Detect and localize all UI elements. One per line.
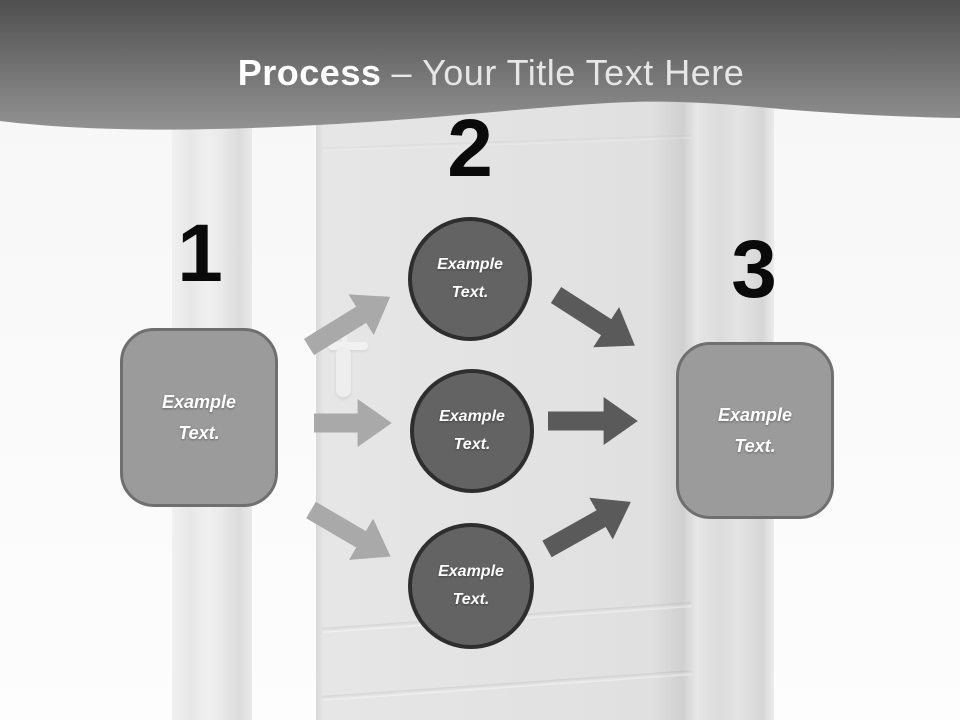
step-number-3: 3 xyxy=(731,224,777,315)
process-circle-1: Example Text. xyxy=(408,217,532,341)
process-circle-1-label: Example Text. xyxy=(437,256,503,301)
process-node-step1: Example Text. xyxy=(120,328,278,507)
step-number-2: 2 xyxy=(447,103,493,194)
process-node-step3: Example Text. xyxy=(676,342,834,519)
title-emphasis: Process xyxy=(237,52,382,93)
title-separator: – xyxy=(391,52,412,93)
slide-title: Process–Your Title Text Here xyxy=(11,50,960,96)
step-number-1: 1 xyxy=(177,208,223,299)
door-handle-plate xyxy=(336,347,351,397)
banner-wave-shape xyxy=(0,0,960,130)
process-circle-2-label: Example Text. xyxy=(439,408,505,453)
header-banner xyxy=(0,0,960,130)
process-node-step3-label: Example Text. xyxy=(717,404,793,456)
title-rest: Your Title Text Here xyxy=(422,52,745,93)
process-node-step1-label: Example Text. xyxy=(161,391,237,443)
door-panel-line xyxy=(322,670,692,701)
process-circle-3-label: Example Text. xyxy=(438,563,504,608)
process-circle-2: Example Text. xyxy=(410,369,534,493)
process-circle-3: Example Text. xyxy=(408,523,534,649)
